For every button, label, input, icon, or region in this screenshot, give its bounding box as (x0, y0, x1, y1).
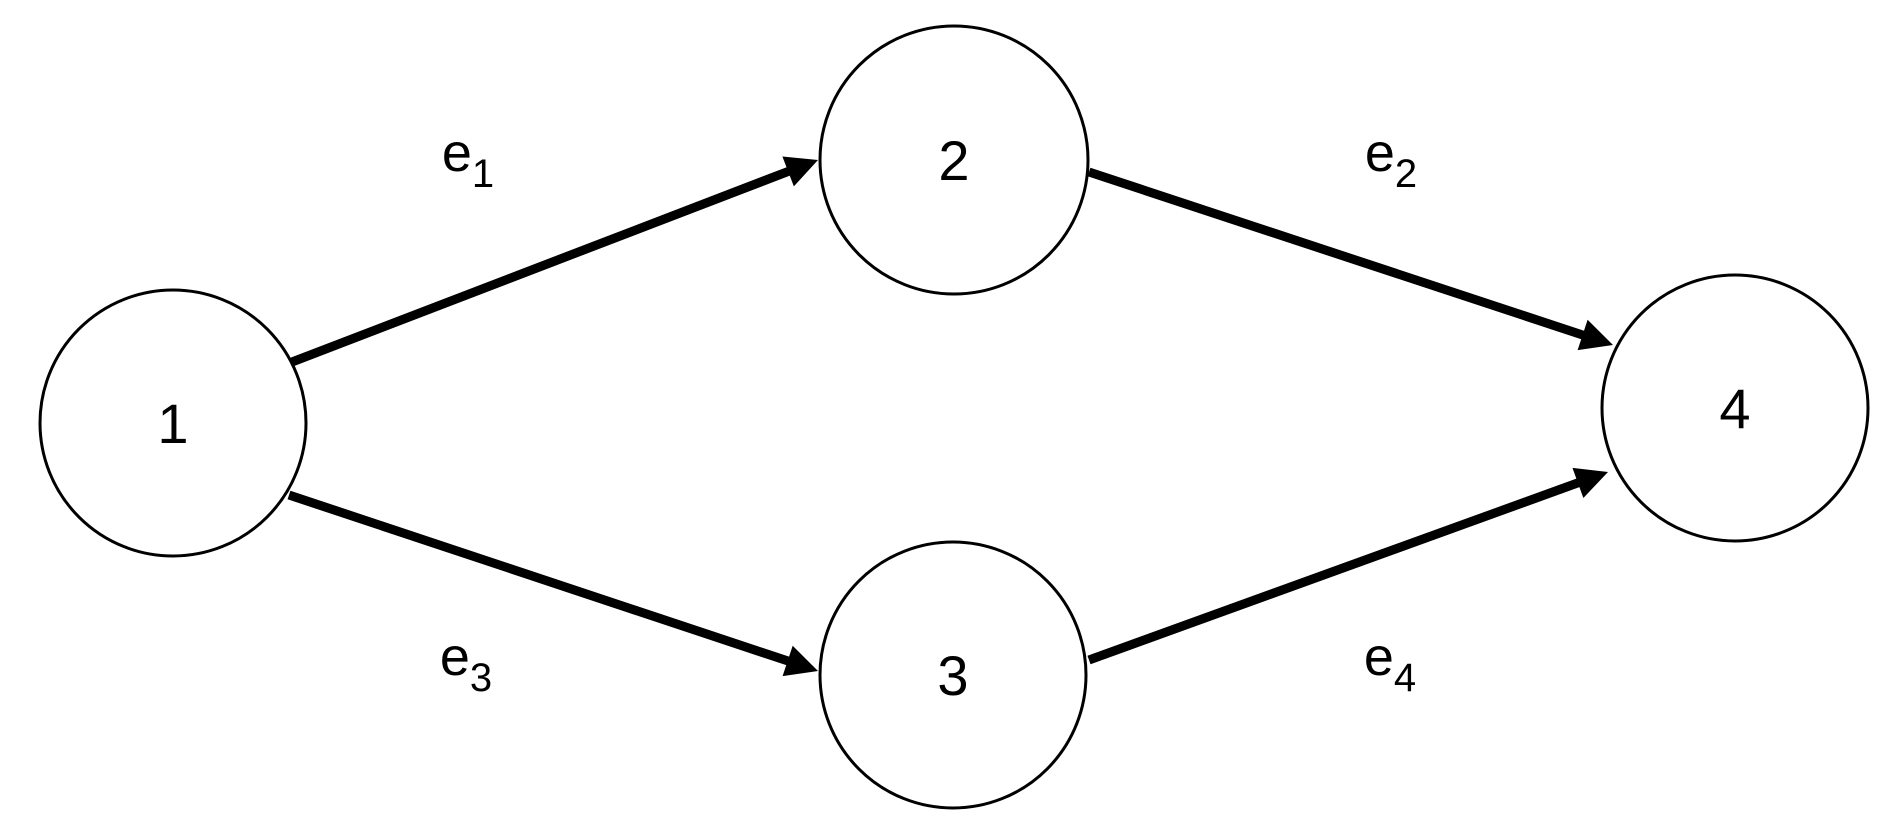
edge-e4-label: e4 (1364, 627, 1416, 700)
edge-e3-line (287, 490, 793, 667)
edge-e3-label: e3 (440, 627, 492, 700)
edge-e1-arrowhead-icon (782, 156, 818, 187)
node-4-label: 4 (1719, 377, 1750, 440)
node-4-circle (1600, 273, 1870, 543)
edge-e2-arrowhead-icon (1577, 319, 1613, 351)
node-3-label: 3 (937, 644, 968, 707)
edge-e1-line (290, 165, 794, 367)
edge-e4-arrowhead-icon (1572, 467, 1608, 498)
edge-e4-line (1087, 477, 1584, 665)
edge-e3-arrowhead-icon (782, 645, 818, 677)
edge-e2-line (1087, 167, 1588, 341)
node-1-label: 1 (157, 392, 188, 455)
node-2-label: 2 (938, 129, 969, 192)
node-3-circle (818, 540, 1088, 810)
node-2-circle (818, 24, 1090, 296)
edge-e2-label: e2 (1365, 123, 1417, 196)
node-1-circle (38, 288, 308, 558)
edge-e1-label: e1 (442, 123, 494, 196)
